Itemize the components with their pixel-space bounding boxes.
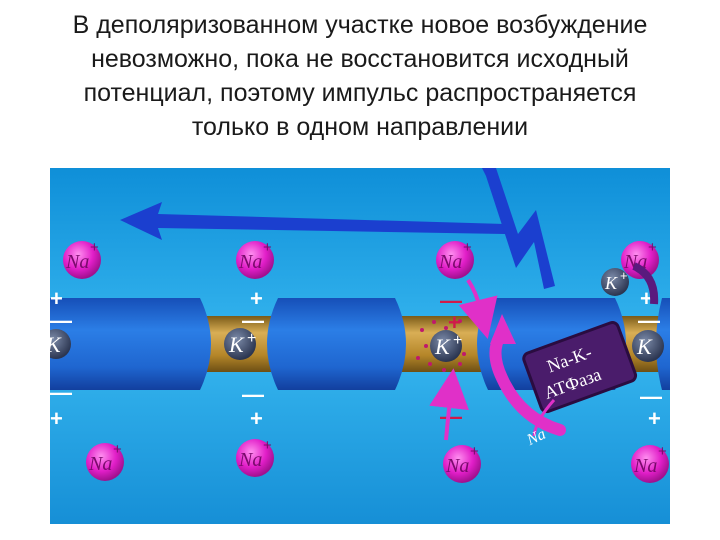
na-influx-arrow-bottom (429, 368, 469, 441)
na-ion-top-3-charge: + (463, 239, 472, 256)
k-ion-3-charge: + (453, 332, 462, 349)
k-ion-2-label: K (228, 332, 245, 357)
na-ion-top-4-charge: + (648, 239, 657, 256)
charge-minus-4: — (242, 382, 264, 407)
charge-minus-2: — (50, 380, 72, 405)
na-ion-top-2-label: Na (238, 251, 262, 273)
na-ion-bottom-3-label: Na (445, 455, 469, 477)
na-ion-top-1-charge: + (90, 239, 99, 256)
k-ion-2-charge: + (247, 330, 256, 347)
charge-plus-3: + (250, 286, 263, 311)
na-ion-top-2: Na + (236, 239, 274, 279)
slide-caption: В деполяризованном участке новое возбужд… (30, 8, 690, 144)
na-ion-bottom-4: Na + (631, 443, 669, 483)
na-ion-bottom-1-label: Na (88, 453, 112, 475)
myelin-segment-2 (267, 298, 406, 390)
na-ion-bottom-2: Na + (236, 437, 274, 477)
k-ion-4: K (632, 330, 664, 362)
charge-minus-1: — (50, 308, 72, 333)
k-ion-1-label: K (50, 332, 62, 357)
charge-minus-3: — (242, 308, 264, 333)
k-ion-3-label: K (434, 334, 451, 359)
k-return-arrow (632, 262, 659, 305)
k-ion-pump-label: K (604, 273, 618, 293)
k-ion-pump-charge: + (620, 268, 628, 283)
na-ion-top-1-label: Na (65, 251, 89, 273)
charge-minus-7: — (638, 308, 660, 333)
pump-na-exit-arrow (532, 398, 556, 437)
myelin-segment-1 (50, 298, 211, 390)
axon-diagram: K K + K + K Na + Na + Na + (50, 168, 670, 524)
na-ion-top-3-label: Na (438, 251, 462, 273)
k-ion-pump: K + (601, 268, 629, 296)
na-ion-top-1: Na + (63, 239, 101, 279)
k-ion-1: K (50, 329, 71, 359)
na-ion-pump: Na (523, 426, 548, 450)
caption-line-2: невозможно, пока не восстановится исходн… (91, 45, 629, 73)
na-ion-bottom-2-label: Na (238, 449, 262, 471)
charge-plus-5: + (448, 310, 461, 335)
caption-line-4: только в одном направлении (191, 113, 529, 141)
na-ion-top-4: Na + (621, 239, 659, 279)
charge-plus-2: + (50, 406, 63, 431)
impulse-direction-arrow (120, 202, 505, 240)
k-ion-3: K + (430, 330, 462, 362)
na-ion-bottom-3-charge: + (470, 443, 479, 460)
charge-plus-4: + (250, 406, 263, 431)
charge-minus-8: — (640, 384, 662, 409)
na-influx-arrow-top (458, 278, 498, 340)
caption-line-1: В деполяризованном участке новое возбужд… (72, 11, 648, 39)
k-ion-4-label: K (636, 334, 653, 359)
charge-plus-8: + (648, 406, 661, 431)
na-ion-bottom-4-charge: + (658, 443, 667, 460)
na-ion-bottom-3: Na + (443, 443, 481, 483)
k-ion-2: K + (224, 328, 256, 360)
na-ion-bottom-1-charge: + (113, 441, 122, 458)
na-ion-bottom-1: Na + (86, 441, 124, 481)
na-ion-top-3: Na + (436, 239, 474, 279)
na-ion-bottom-4-label: Na (633, 455, 657, 477)
na-ion-pump-label: Na (523, 426, 548, 450)
na-ion-top-2-charge: + (263, 239, 272, 256)
na-ion-bottom-2-charge: + (263, 437, 272, 454)
caption-line-3: потенциал, поэтому импульс распространяе… (83, 79, 637, 107)
stimulus-lightning-bolt (482, 168, 555, 289)
na-k-atpase-pump: Na-K- АТФаза (522, 321, 638, 414)
na-flow-arrowhead (490, 314, 516, 344)
charge-minus-5: — (440, 288, 462, 313)
charge-plus-1: + (50, 286, 63, 311)
charge-minus-6: — (440, 404, 462, 429)
